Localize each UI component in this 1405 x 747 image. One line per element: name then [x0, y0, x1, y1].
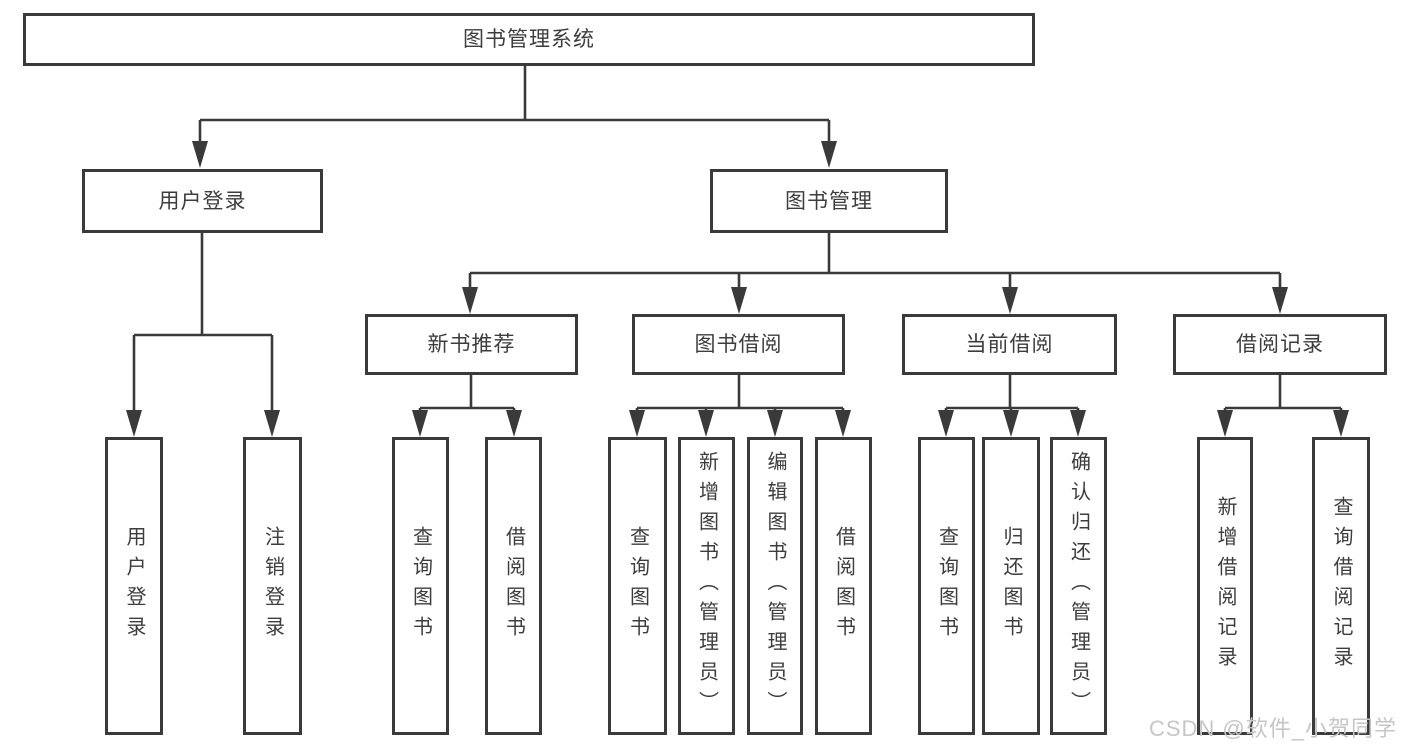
leaf-borrowing-add-books-admin: 新增图书（管理员） — [678, 437, 735, 735]
node-user-login: 用户登录 — [82, 169, 323, 233]
leaf-label: 注销登录 — [261, 526, 284, 646]
leaf-label: 查询图书 — [626, 526, 649, 646]
node-label: 用户登录 — [158, 189, 247, 213]
node-label: 图书管理 — [785, 189, 873, 213]
arrowheads — [126, 141, 1349, 437]
leaf-recommend-borrow-books: 借阅图书 — [485, 437, 542, 735]
leaf-label: 用户登录 — [123, 526, 145, 646]
leaf-user-login: 用户登录 — [105, 437, 163, 735]
csdn-watermark: CSDN @软件_小贺同学 — [1148, 716, 1397, 741]
node-borrowing-records: 借阅记录 — [1173, 314, 1387, 375]
leaf-label: 查询图书 — [935, 526, 958, 646]
node-label: 图书管理系统 — [463, 28, 595, 51]
leaf-label: 借阅图书 — [502, 526, 525, 646]
leaf-borrowing-borrow-books: 借阅图书 — [815, 437, 872, 735]
leaf-logout: 注销登录 — [243, 437, 302, 735]
node-current-borrowing: 当前借阅 — [902, 314, 1117, 375]
leaf-label: 查询图书 — [409, 526, 432, 646]
leaf-label: 确认归还（管理员） — [1067, 451, 1090, 721]
leaf-records-add-record: 新增借阅记录 — [1197, 437, 1253, 735]
node-label: 新书推荐 — [427, 333, 516, 356]
leaf-label: 新增借阅记录 — [1214, 496, 1236, 676]
node-label: 借阅记录 — [1236, 333, 1324, 356]
node-library-system: 图书管理系统 — [23, 13, 1035, 66]
leaf-recommend-query-books: 查询图书 — [392, 437, 449, 735]
leaf-label: 归还图书 — [1000, 526, 1022, 646]
node-label: 图书借阅 — [694, 333, 783, 356]
leaf-borrowing-edit-books-admin: 编辑图书（管理员） — [747, 437, 803, 735]
node-book-management: 图书管理 — [710, 169, 948, 233]
leaf-label: 查询借阅记录 — [1330, 496, 1352, 676]
leaf-label: 借阅图书 — [832, 526, 855, 646]
leaf-current-confirm-return-admin: 确认归还（管理员） — [1050, 437, 1107, 735]
node-book-borrowing: 图书借阅 — [632, 314, 845, 375]
leaf-label: 编辑图书（管理员） — [764, 451, 786, 721]
leaf-records-query-record: 查询借阅记录 — [1312, 437, 1370, 735]
node-label: 当前借阅 — [965, 333, 1054, 356]
leaf-current-return-books: 归还图书 — [982, 437, 1040, 735]
leaf-label: 新增图书（管理员） — [695, 451, 718, 721]
node-new-book-recommend: 新书推荐 — [365, 314, 578, 375]
leaf-current-query-books: 查询图书 — [918, 437, 975, 735]
leaf-borrowing-query-books: 查询图书 — [608, 437, 667, 735]
